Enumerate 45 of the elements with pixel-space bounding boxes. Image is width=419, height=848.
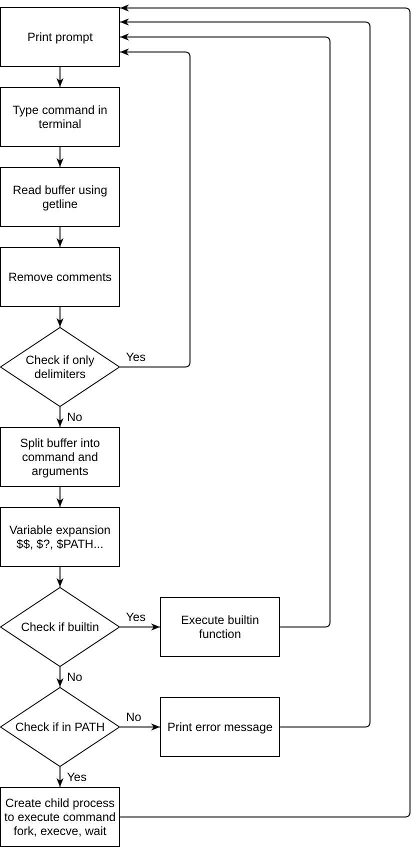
step-label: Print prompt bbox=[27, 30, 93, 44]
flow-arrow bbox=[120, 33, 330, 628]
flow-arrow bbox=[56, 226, 64, 248]
decision-diamond bbox=[0, 587, 120, 667]
flow-arrow bbox=[120, 48, 190, 368]
flow-arrow bbox=[56, 146, 64, 168]
step-label: Execute builtin function bbox=[180, 613, 260, 641]
decision-label: Check if only delimiters bbox=[24, 353, 96, 381]
decision-label: Check if builtin bbox=[20, 620, 100, 634]
edge-label: No bbox=[126, 710, 142, 724]
edge-label: No bbox=[67, 410, 82, 424]
process-box bbox=[0, 247, 120, 307]
process-box bbox=[0, 787, 120, 847]
process-box bbox=[0, 7, 120, 67]
step-label: Read buffer using getline bbox=[12, 183, 108, 211]
step-label: Variable expansion $$, $?, $PATH... bbox=[8, 523, 112, 551]
step-label: Print error message bbox=[167, 720, 273, 734]
step-label: Type command in terminal bbox=[12, 103, 108, 131]
process-box bbox=[0, 87, 120, 147]
step-label: Remove comments bbox=[8, 270, 112, 284]
flow-arrow bbox=[120, 623, 160, 631]
flow-arrow bbox=[56, 486, 64, 508]
flow-arrow bbox=[56, 766, 64, 788]
flow-arrow bbox=[56, 666, 64, 688]
process-box bbox=[0, 507, 120, 567]
flow-arrow bbox=[56, 406, 64, 428]
process-box bbox=[160, 597, 280, 657]
process-box bbox=[0, 167, 120, 227]
edge-label: Yes bbox=[126, 350, 146, 364]
step-label: Create child process to execute command fork, execve, wait bbox=[3, 796, 117, 838]
decision-diamond bbox=[0, 687, 120, 767]
edge-label: No bbox=[67, 670, 82, 684]
step-label: Split buffer into command and arguments bbox=[19, 436, 101, 478]
flow-arrow bbox=[56, 566, 64, 588]
flow-arrow bbox=[120, 723, 160, 731]
flow-arrow bbox=[56, 66, 64, 88]
process-box bbox=[0, 427, 120, 487]
edge-label: Yes bbox=[67, 770, 87, 784]
flow-arrow bbox=[120, 4, 410, 818]
decision-label: Check if in PATH bbox=[15, 720, 105, 734]
flow-arrow bbox=[56, 306, 64, 328]
flow-arrow bbox=[120, 18, 370, 728]
decision-diamond bbox=[0, 327, 120, 407]
process-box bbox=[160, 697, 280, 757]
edge-label: Yes bbox=[126, 610, 146, 624]
